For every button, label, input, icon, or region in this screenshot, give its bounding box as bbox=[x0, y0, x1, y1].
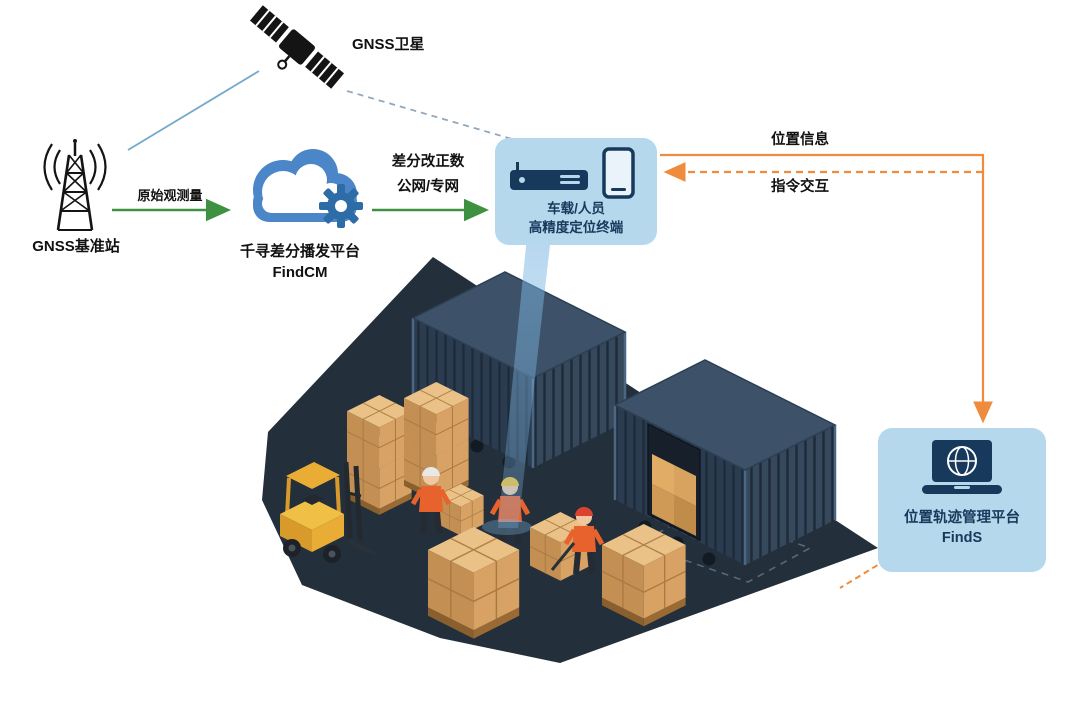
satellite-icon bbox=[249, 5, 345, 89]
gnss-receiver-icon bbox=[510, 162, 588, 190]
beam-glow bbox=[482, 519, 532, 535]
laptop-globe-icon bbox=[922, 440, 1002, 494]
positioning-beam bbox=[498, 236, 551, 528]
worker-1 bbox=[410, 467, 452, 535]
carton-stack-c bbox=[428, 527, 519, 639]
edge-satellite-to-station bbox=[127, 70, 260, 151]
pallet-jack-handle bbox=[550, 542, 576, 571]
globe-icon bbox=[947, 446, 977, 476]
radio-tower-icon bbox=[43, 139, 107, 231]
carton-stack-b bbox=[404, 382, 469, 502]
edge-platform-to-yard bbox=[839, 559, 887, 589]
management-platform-name: 位置轨迹管理平台 bbox=[904, 510, 1020, 526]
warehouse-scene bbox=[262, 236, 878, 663]
edge-corrections-label-1: 差分改正数 bbox=[391, 154, 465, 170]
terminal-label-1: 车载/人员 bbox=[547, 201, 605, 216]
base-station-label: GNSS基准站 bbox=[32, 238, 120, 255]
cloud-platform-product: FindCM bbox=[272, 264, 328, 281]
worker-3 bbox=[563, 507, 605, 575]
shipping-container-2 bbox=[613, 359, 837, 566]
edge-position-info-arrow bbox=[660, 153, 993, 424]
edge-position-info-label: 位置信息 bbox=[771, 132, 829, 148]
terminal-label-2: 高精度定位终端 bbox=[528, 219, 624, 235]
management-platform-node: 位置轨迹管理平台 FindS bbox=[878, 428, 1046, 572]
gear-icon bbox=[319, 184, 363, 228]
terminal-node: 车载/人员 高精度定位终端 bbox=[495, 138, 657, 245]
edge-corrections-label-2: 公网/专网 bbox=[396, 179, 460, 195]
cloud-platform-name: 千寻差分播发平台 bbox=[239, 243, 360, 260]
edge-satellite-to-terminal bbox=[346, 90, 513, 140]
edge-raw-observation-label: 原始观测量 bbox=[137, 188, 203, 203]
forklift bbox=[280, 461, 377, 563]
smartphone-icon bbox=[602, 147, 635, 199]
satellite-label: GNSS卫星 bbox=[352, 36, 425, 53]
carton-stack-d bbox=[602, 524, 686, 626]
cloud-gear-icon bbox=[253, 149, 363, 228]
management-platform-product: FindS bbox=[941, 530, 983, 547]
terminal-devices-icon bbox=[510, 147, 635, 199]
edge-command-label: 指令交互 bbox=[771, 179, 829, 195]
container-door-opening bbox=[647, 422, 701, 542]
